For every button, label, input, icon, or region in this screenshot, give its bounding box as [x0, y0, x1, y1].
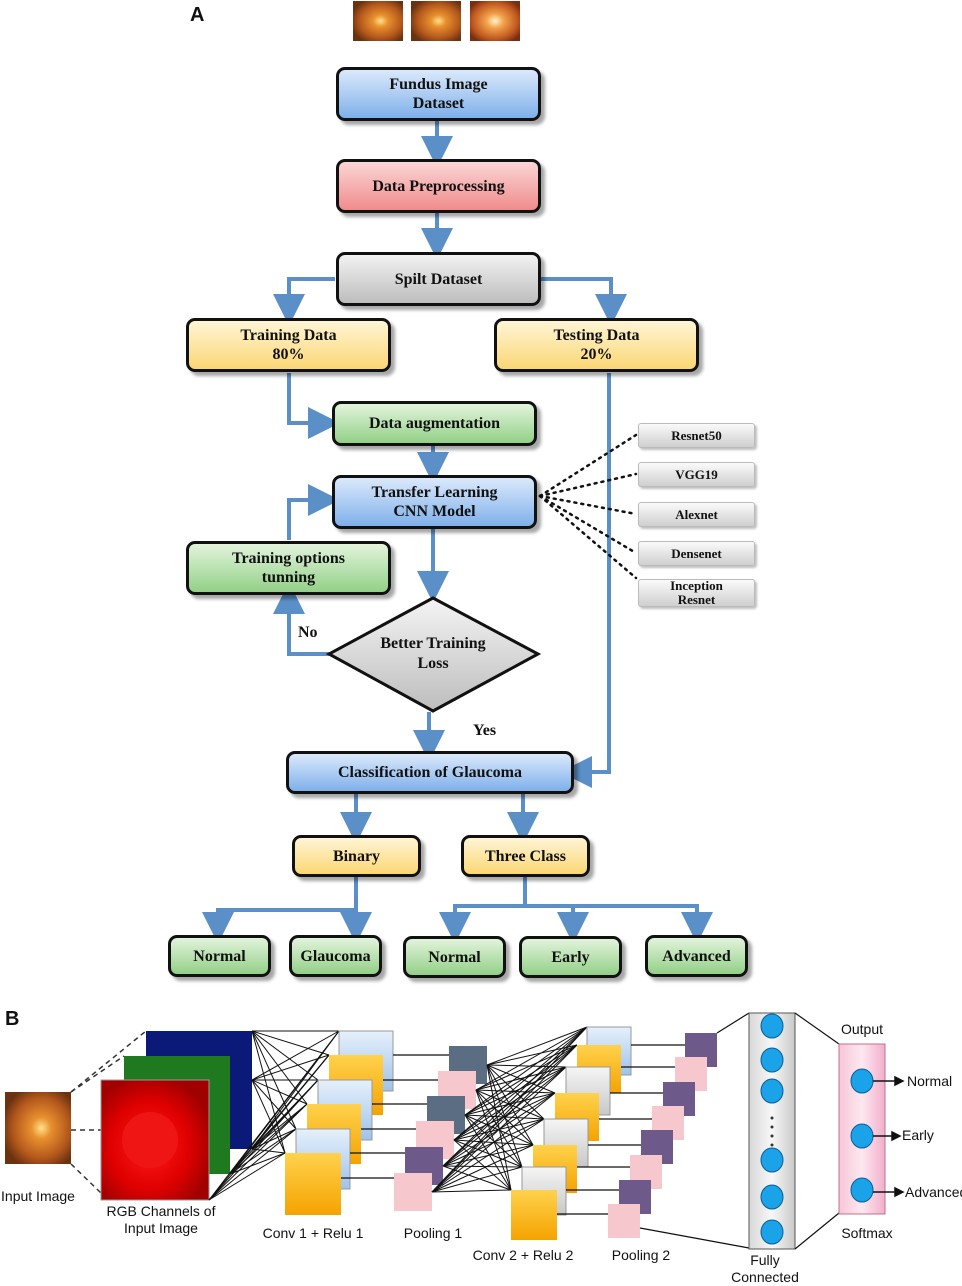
fundus-thumbnail-2 — [411, 1, 461, 41]
advanced-node: Advanced — [645, 935, 748, 977]
classification-node: Classification of Glaucoma — [286, 751, 574, 794]
connection-line — [431, 1092, 556, 1193]
connection-line — [453, 1066, 567, 1141]
decision-label: Better Training Loss — [380, 635, 486, 672]
connection-line — [453, 1026, 588, 1141]
connection-line — [251, 1079, 308, 1105]
connection-line — [251, 1103, 308, 1150]
augmentation-node: Data augmentation — [332, 401, 537, 446]
panel-label-b: B — [5, 1008, 20, 1030]
caption-conv1: Conv 1 + Relu 1 — [262, 1225, 364, 1241]
connection-line — [431, 1144, 534, 1193]
connection-line — [229, 1128, 297, 1175]
three-class-node: Three Class — [461, 835, 590, 877]
connection-line — [442, 1026, 588, 1167]
connection-line — [208, 1128, 297, 1201]
connection-line — [208, 1152, 286, 1201]
connection-line — [251, 1030, 286, 1154]
connection-line — [442, 1044, 578, 1167]
connection-line — [431, 1026, 588, 1193]
testing-data-node: Testing Data 20% — [494, 318, 699, 372]
connection-line — [431, 1118, 545, 1193]
caption-input-image: Input Image — [1, 1188, 75, 1204]
edge-label-yes: Yes — [473, 722, 497, 739]
caption-softmax: Softmax — [841, 1225, 893, 1241]
connection-line — [486, 1026, 588, 1066]
connection-line — [442, 1165, 523, 1168]
binary-normal-node: Normal — [168, 935, 271, 977]
dataset-node: Fundus Image Dataset — [336, 67, 541, 121]
connection-line — [251, 1054, 330, 1081]
connection-line — [442, 1066, 567, 1167]
connection-line — [208, 1103, 308, 1201]
fundus-thumbnail-1 — [353, 1, 403, 41]
connection-line — [431, 1066, 567, 1193]
connection-line — [475, 1026, 588, 1091]
connection-line — [208, 1079, 319, 1201]
early-node: Early — [519, 936, 622, 978]
connection-line — [453, 1044, 578, 1141]
connection-line — [251, 1030, 340, 1081]
connection-line — [251, 1030, 330, 1056]
training-options-node: Training options tunning — [186, 541, 391, 595]
connection-line — [464, 1044, 578, 1116]
output-advanced: Advanced — [905, 1184, 962, 1200]
caption-pool1: Pooling 1 — [403, 1225, 463, 1241]
connection-line — [431, 1044, 578, 1193]
connection-line — [251, 1128, 297, 1150]
fundus-thumbnail-3 — [470, 1, 520, 41]
three-class-normal-node: Normal — [403, 936, 506, 978]
split-node: Spilt Dataset — [336, 252, 541, 306]
caption-pool2: Pooling 2 — [611, 1247, 671, 1263]
model-alexnet: Alexnet — [638, 502, 755, 527]
preprocessing-node: Data Preprocessing — [336, 159, 541, 213]
panel-label-a: A — [190, 4, 205, 26]
caption-rgb-channels: RGB Channels of Input Image — [106, 1203, 216, 1236]
caption-fully-connected: Fully Connected — [731, 1252, 799, 1285]
model-inception-resnet: Inception Resnet — [638, 579, 755, 607]
output-normal: Normal — [907, 1073, 953, 1089]
training-data-node: Training Data 80% — [186, 318, 391, 372]
model-vgg19: VGG19 — [638, 462, 755, 487]
output-early: Early — [902, 1127, 934, 1143]
model-densenet: Densenet — [638, 541, 755, 566]
model-resnet50: Resnet50 — [638, 423, 755, 448]
caption-conv2: Conv 2 + Relu 2 — [472, 1247, 574, 1263]
connection-line — [208, 1054, 330, 1201]
transfer-learning-node: Transfer Learning CNN Model — [332, 475, 537, 529]
connection-line — [464, 1066, 567, 1116]
binary-node: Binary — [292, 835, 421, 877]
connection-line — [431, 1189, 512, 1193]
connection-line — [431, 1166, 523, 1193]
glaucoma-node: Glaucoma — [289, 935, 382, 977]
decision-diamond — [325, 596, 542, 713]
connection-line — [464, 1026, 588, 1116]
edge-label-no: No — [298, 624, 318, 641]
connection-line — [208, 1030, 340, 1201]
caption-output: Output — [840, 1021, 884, 1037]
cnn-diagram — [5, 1012, 905, 1250]
connection-line — [453, 1139, 512, 1191]
